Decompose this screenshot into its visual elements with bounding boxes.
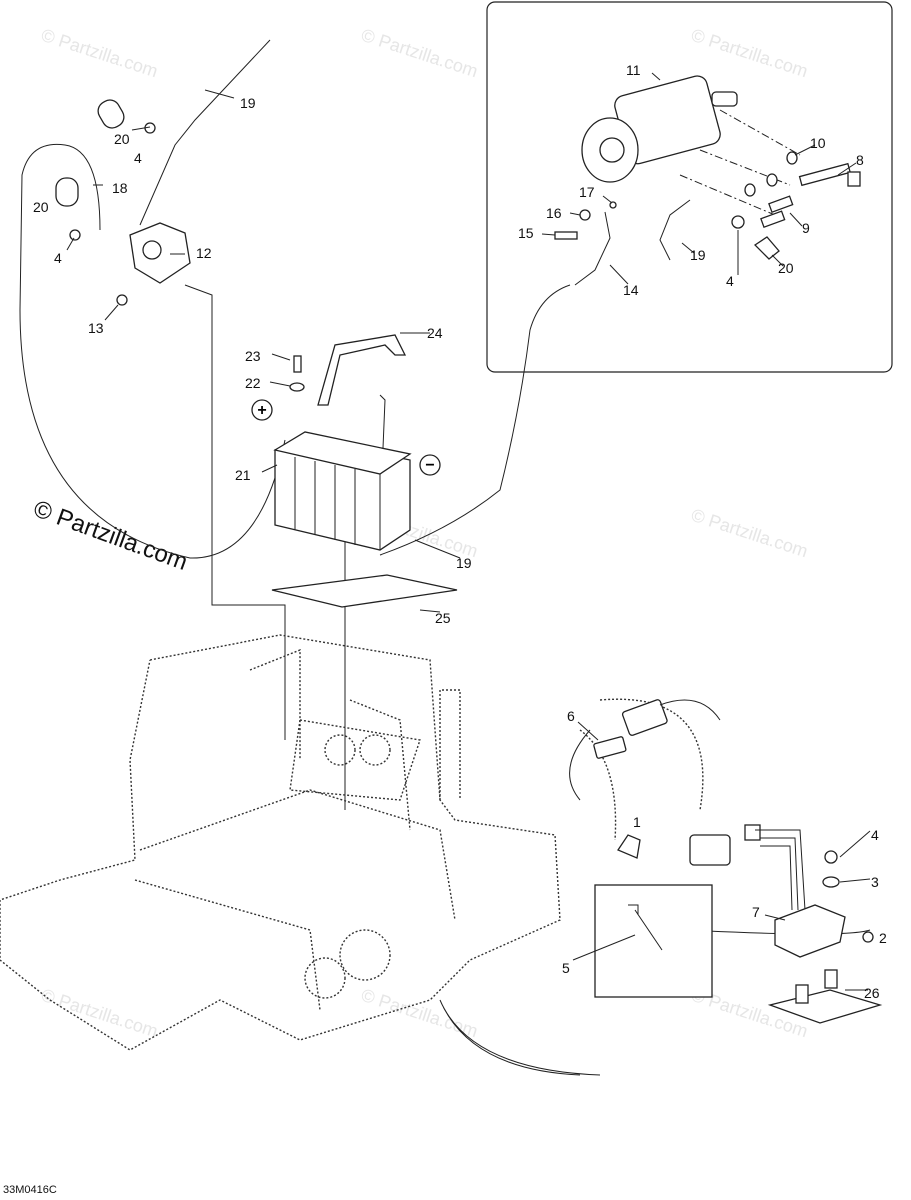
callout-12: 12 — [196, 245, 212, 261]
callout-6: 6 — [567, 708, 575, 724]
callout-9: 9 — [802, 220, 810, 236]
callout-23: 23 — [245, 348, 261, 364]
positive-terminal-symbol: + — [257, 402, 266, 419]
leader-lines — [66, 72, 871, 991]
callout-14: 14 — [623, 282, 639, 298]
svg-text:© Partzilla.com: © Partzilla.com — [689, 25, 811, 82]
starter-motor — [581, 75, 738, 183]
callout-21: 21 — [235, 467, 251, 483]
starter-hardware — [554, 151, 861, 286]
callout-11: 11 — [626, 62, 641, 78]
chassis-frame — [0, 634, 704, 1051]
partzilla-watermark: © Partzilla.com — [30, 495, 191, 576]
callout-4: 4 — [726, 273, 734, 289]
callout-25: 25 — [435, 610, 451, 626]
callout-15: 15 — [518, 225, 534, 241]
callout-20: 20 — [33, 199, 49, 215]
callout-10: 10 — [810, 135, 826, 151]
svg-text:© Partzilla.com: © Partzilla.com — [39, 985, 161, 1042]
callout-20: 20 — [114, 131, 130, 147]
callout-19: 19 — [456, 555, 472, 571]
callout-13: 13 — [88, 320, 104, 336]
callout-24: 24 — [427, 325, 443, 341]
svg-text:© Partzilla.com: © Partzilla.com — [39, 25, 161, 82]
callout-26: 26 — [864, 985, 880, 1001]
callout-4: 4 — [134, 150, 142, 166]
callout-19: 19 — [240, 95, 256, 111]
callout-8: 8 — [856, 152, 864, 168]
callout-22: 22 — [245, 375, 261, 391]
negative-terminal-symbol: − — [425, 457, 434, 474]
callout-19: 19 — [690, 247, 706, 263]
svg-text:© Partzilla.com: © Partzilla.com — [359, 25, 481, 82]
callout-2: 2 — [879, 930, 887, 946]
callout-18: 18 — [112, 180, 128, 196]
callout-4: 4 — [54, 250, 62, 266]
starter-inset-box — [486, 1, 893, 373]
callout-4: 4 — [871, 827, 879, 843]
connectors-and-relay — [593, 699, 883, 1024]
callout-16: 16 — [546, 205, 562, 221]
battery: + − — [251, 334, 458, 608]
svg-text:© Partzilla.com: © Partzilla.com — [689, 505, 811, 562]
solenoid — [55, 99, 191, 306]
callout-20: 20 — [778, 260, 794, 276]
callout-1: 1 — [633, 814, 641, 830]
callout-3: 3 — [871, 874, 879, 890]
callout-5: 5 — [562, 960, 570, 976]
callout-labels: 19 20 4 18 20 4 12 13 11 10 8 17 16 15 9… — [33, 62, 887, 1001]
drawing-code: 33M0416C — [3, 1184, 57, 1196]
tie-wrap-inset-box — [594, 884, 713, 998]
callout-17: 17 — [579, 184, 595, 200]
callout-7: 7 — [752, 904, 760, 920]
